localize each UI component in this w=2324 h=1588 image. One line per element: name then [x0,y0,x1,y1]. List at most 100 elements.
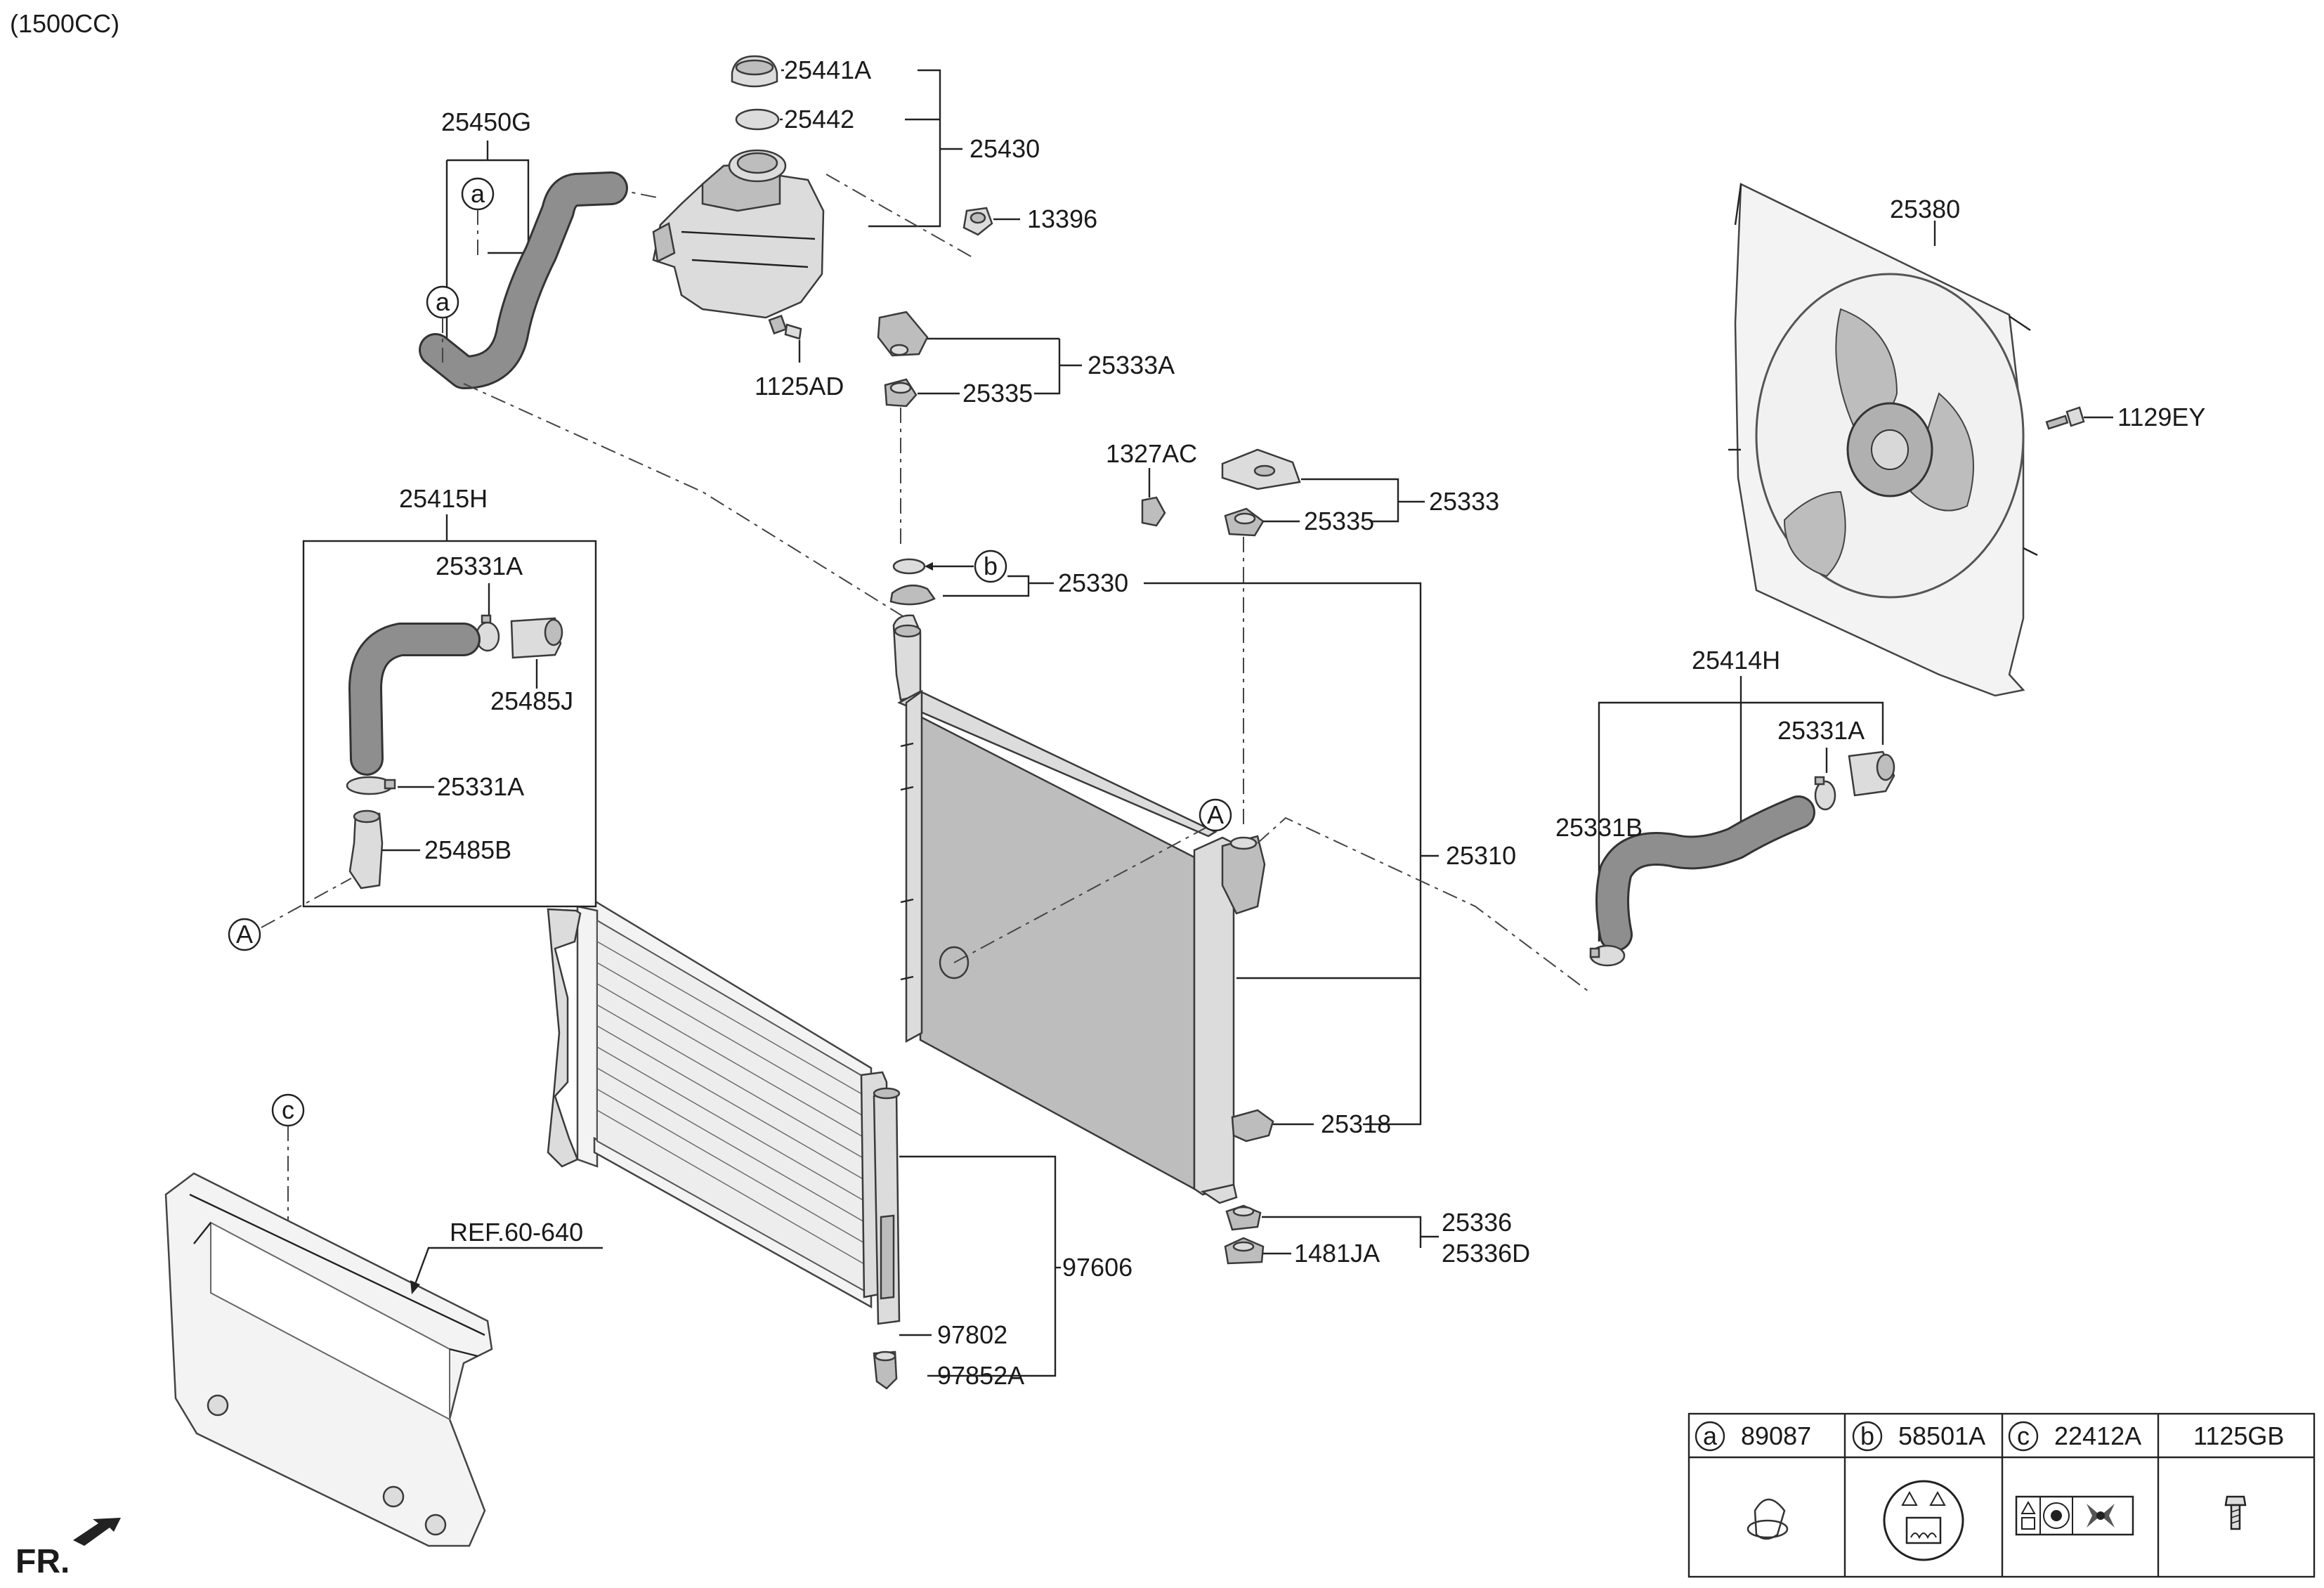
reservoir-cap[interactable] [731,55,778,88]
part-1129EY-label: 1129EY [2117,403,2205,431]
fan-shroud-bolt[interactable] [2045,406,2085,430]
reservoir-tank-group: 25441A 25442 25430 13396 [611,55,1097,401]
part-25485B-label: 25485B [424,835,511,864]
upper-hose-clamp-lower[interactable] [346,776,396,795]
legend-item-c: c 22412A [2008,1421,2141,1536]
part-25335-top-label: 25335 [962,379,1033,408]
part-1125AD-label: 1125AD [755,372,844,401]
engine-variant-label: (1500CC) [10,9,119,38]
legend-b-circle [1852,1421,1883,1452]
legend-item-a: a 89087 [1695,1421,1811,1540]
insulator-25335-upper[interactable] [884,378,918,408]
ref-60-640-label: REF.60-640 [450,1218,583,1247]
receiver-drier-plug[interactable] [873,1351,898,1390]
insulator-25335-mid[interactable] [1224,507,1265,537]
lower-hose-fitting[interactable] [1848,750,1895,797]
condenser-fins [596,941,866,1265]
lower-hose-clamp-upper[interactable] [1814,776,1836,811]
radiator-assembly[interactable] [892,614,1274,1204]
part-25333A-label: 25333A [1088,351,1175,379]
callout-a-lower-letter: a [436,287,450,316]
radiator-cap-warning-label-icon [1883,1480,1964,1561]
reservoir-tank[interactable] [652,149,825,319]
part-25331A-2-label: 25331A [437,772,524,801]
radiator-cap-o-ring[interactable] [892,558,926,575]
fan-blade [1783,490,1846,578]
legend-bolt-part: 1125GB [2193,1421,2284,1450]
part-25331A-3-label: 25331A [1777,716,1865,745]
callout-A-hose [228,918,261,951]
part-25330-label: 25330 [1058,568,1128,597]
part-1481JA-label: 1481JA [1294,1239,1380,1268]
legend-c-circle [2008,1421,2039,1452]
lower-hose-kit: 25414H 25331A 25331B [1555,646,1895,967]
part-25333-label: 25333 [1429,487,1499,516]
radiator-bracket-group: 1327AC 25333 25335 [1106,439,1499,829]
upper-hose-fitting[interactable] [510,617,563,659]
front-direction-indicator: FR. [15,1518,121,1580]
part-25442-label: 25442 [784,105,854,134]
part-25331B-label: 25331B [1555,813,1643,842]
legend-a-circle [1695,1421,1725,1452]
legend-a-letter: a [1703,1421,1718,1450]
bolt-icon [2224,1495,2247,1530]
hose-clamp-icon [1747,1498,1789,1540]
part-25414H-label: 25414H [1692,646,1780,675]
callout-a-upper-letter: a [471,179,485,208]
lower-hose-clamp-lower[interactable] [1589,944,1626,967]
part-97852A-label: 97852A [937,1361,1024,1390]
radiator-bracket-upper[interactable] [1221,448,1301,490]
lower-insulator-group: 1481JA 25336 25336D [1224,1204,1530,1268]
legend-c-part: 22412A [2054,1421,2141,1450]
upper-hose[interactable] [351,625,478,774]
part-25336D-label: 25336D [1442,1239,1530,1268]
cooling-fan-shroud[interactable] [1728,183,2038,697]
upper-hose-kit: 25415H 25331A 25485J 25331A 25485B [261,484,597,928]
part-25335-mid-label: 25335 [1304,507,1374,535]
legend-table: a 89087 b 58501A c 22412A [1687,1412,2316,1578]
callout-b [974,549,1007,583]
part-25336-label: 25336 [1442,1208,1512,1237]
part-97802-label: 97802 [937,1320,1007,1349]
reservoir-hose[interactable] [421,174,626,387]
legend-b-letter: b [1860,1421,1874,1450]
part-25450G-label: 25450G [441,108,531,136]
front-arrow-icon [73,1518,121,1546]
part-25415H-label: 25415H [399,484,488,513]
part-97606-label: 97606 [1062,1253,1132,1282]
upper-hose-elbow[interactable] [348,809,384,890]
legend-c-letter: c [2017,1421,2030,1450]
filler-bracket-group: 25333A 25335 [877,311,1175,547]
callout-A-radiator-letter: A [1207,800,1224,829]
part-25318-label: 25318 [1321,1109,1391,1138]
part-25430-label: 25430 [970,134,1040,163]
lower-hose[interactable] [1598,798,1813,949]
radiator-support-panel[interactable] [164,1172,493,1547]
legend-item-bolt: 1125GB [2193,1421,2284,1530]
part-25441A-label: 25441A [784,56,871,84]
front-label: FR. [15,1543,70,1580]
lower-insulator-1481JA[interactable] [1224,1237,1265,1265]
reservoir-o-ring[interactable] [735,108,780,131]
lower-insulator-25336[interactable] [1225,1204,1262,1231]
callout-A-hose-letter: A [236,920,253,949]
radiator-bracket-nut[interactable] [1141,496,1166,527]
part-25485J-label: 25485J [490,686,573,715]
callout-c-letter: c [282,1095,294,1124]
part-25331A-1-label: 25331A [436,552,523,580]
reservoir-nut[interactable] [962,207,993,236]
radiator-cap[interactable] [889,584,936,606]
reservoir-hose-group: 25450G a a [419,108,907,619]
filler-bracket-upper[interactable] [877,311,929,357]
fan-caution-label-icon [2015,1495,2134,1536]
reservoir-bolt[interactable] [768,314,802,340]
condenser-assembly[interactable] [547,899,901,1325]
legend-a-part: 89087 [1741,1421,1811,1450]
callout-A-radiator [1199,798,1232,832]
legend-b-part: 58501A [1898,1421,1985,1450]
part-25380-label: 25380 [1890,195,1960,223]
legend-item-b: b 58501A [1852,1421,1985,1561]
part-25310-label: 25310 [1446,841,1516,870]
part-1327AC-label: 1327AC [1106,439,1197,468]
